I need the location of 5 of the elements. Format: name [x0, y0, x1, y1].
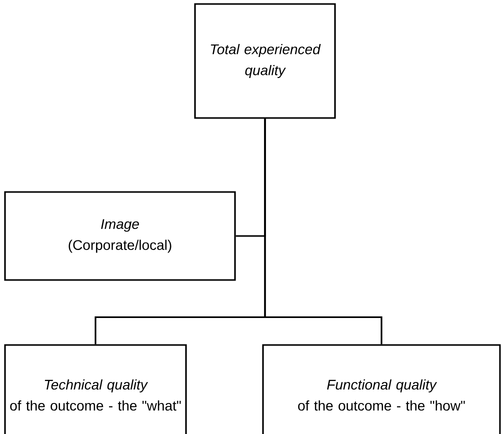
- quality-box: Functional quality of the outcome - the "how": [262, 344, 501, 434]
- quality-box: Image (Corporate/local): [4, 191, 236, 281]
- quality-box: Technical quality of the outcome - the "what": [4, 344, 187, 434]
- connector-line: [264, 118, 382, 344]
- quality-box: Total experienced quality: [194, 3, 336, 119]
